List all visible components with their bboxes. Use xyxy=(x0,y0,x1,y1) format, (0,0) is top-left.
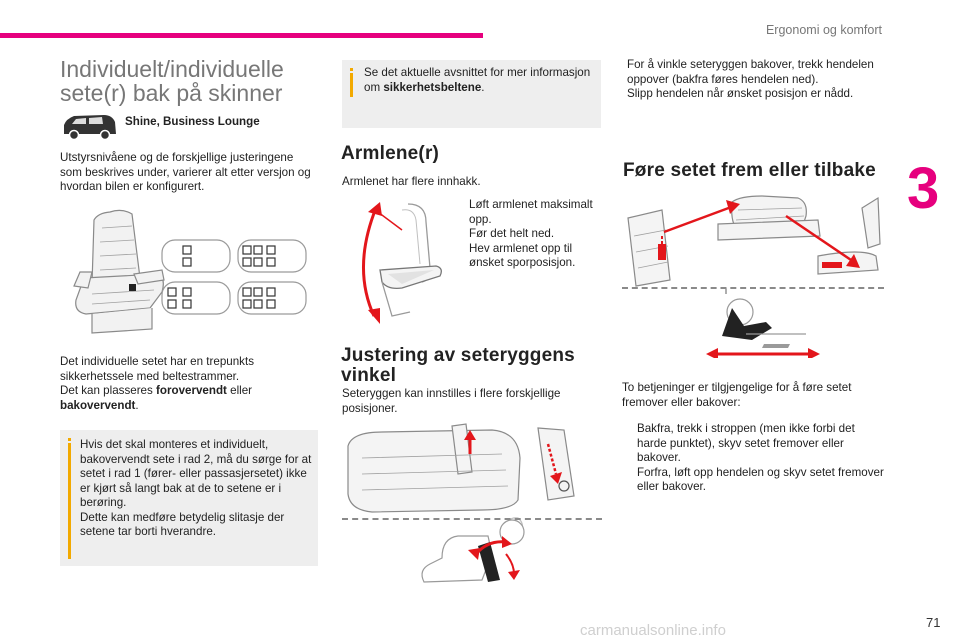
van-icon xyxy=(64,115,116,141)
recline-intro: Seteryggen kan innstilles i flere forskj… xyxy=(342,387,561,415)
list-item: Løft armlenet maksimalt opp. xyxy=(454,198,599,227)
left-note-line2: Dette kan medføre betydelig slitasje der… xyxy=(80,510,285,539)
recline-lever-illustration xyxy=(347,423,575,583)
left-intro: Utstyrsnivåene og de forskjellige juster… xyxy=(60,151,311,193)
chapter-number: 3 xyxy=(907,156,940,221)
list-item: Slipp hendelen når ønsket posisjon er nå… xyxy=(612,87,884,102)
section-title: Ergonomi og komfort xyxy=(765,23,882,37)
slide-title: Føre setet frem eller tilbake xyxy=(623,160,876,181)
left-title-line2: sete(r) bak på skinner xyxy=(60,80,283,106)
text-segment: Det kan plasseres xyxy=(60,384,157,397)
header-accent-bar xyxy=(0,33,483,38)
recline-title: Justering av seteryggens vinkel xyxy=(341,346,601,386)
step-text: Løft armlenet maksimalt opp. xyxy=(469,198,593,226)
left-note-text: Hvis det skal monteres et individuelt, b… xyxy=(80,438,312,540)
illustration-divider xyxy=(342,518,602,520)
text-segment: Se det aktuelle avsnittet for mer inform… xyxy=(364,66,591,94)
list-item: Hev armlenet opp til ønsket sporposisjon… xyxy=(454,242,599,271)
trim-business-lounge: Business Lounge xyxy=(163,115,260,128)
seat-slide-illustration xyxy=(627,195,881,358)
step-text: Bakfra, trekk i stroppen (men ikke forbi… xyxy=(637,422,855,464)
recline-title-line1: Justering av seteryggens xyxy=(341,345,575,366)
left-note-box: Hvis det skal monteres et individuelt, b… xyxy=(60,430,318,566)
left-title-line1: Individuelt/individuelle xyxy=(60,56,284,82)
step-text: Slipp hendelen når ønsket posisjon er nå… xyxy=(627,87,854,100)
text-segment: . xyxy=(481,80,485,94)
list-item: For å vinkle seteryggen bakover, trekk h… xyxy=(612,58,884,87)
armrest-illustration xyxy=(362,202,442,324)
slide-intro: To betjeninger er tilgjengelige for å fø… xyxy=(622,381,852,409)
left-title: Individuelt/individuelle sete(r) bak på … xyxy=(60,57,330,105)
trim-levels: Shine, Business Lounge xyxy=(125,115,260,130)
list-item: Forfra, løft opp hendelen og skyv setet … xyxy=(622,466,884,495)
list-item: Før det helt ned. xyxy=(454,227,599,242)
step-text: Forfra, løft opp hendelen og skyv setet … xyxy=(637,465,884,494)
left-paragraph-line2: Det kan plasseres forovervendt eller bako… xyxy=(60,384,315,413)
text-segment: . xyxy=(135,398,139,412)
forward-facing-emphasis: forovervendt xyxy=(156,384,227,397)
step-text: For å vinkle seteryggen bakover, trekk h… xyxy=(627,58,874,86)
step-text: Før det helt ned. xyxy=(469,227,555,240)
seatbelts-emphasis: sikkerhetsbeltene xyxy=(383,80,482,94)
recline-steps: For å vinkle seteryggen bakover, trekk h… xyxy=(612,58,884,102)
text-segment: eller xyxy=(226,384,253,397)
left-paragraph: Det individuelle setet har en trepunkts … xyxy=(60,355,315,413)
info-icon xyxy=(350,68,353,97)
slide-steps: Bakfra, trekk i stroppen (men ikke forbi… xyxy=(622,422,884,495)
left-note-line1: Hvis det skal monteres et individuelt, b… xyxy=(80,438,312,509)
left-paragraph-line1: Det individuelle setet har en trepunkts … xyxy=(60,355,254,383)
middle-note-text: Se det aktuelle avsnittet for mer inform… xyxy=(364,66,594,95)
trim-shine: Shine xyxy=(125,115,157,128)
watermark: carmanualsonline.info xyxy=(580,622,726,639)
armrest-steps: Løft armlenet maksimalt opp. Før det hel… xyxy=(454,198,599,271)
trim-separator: , xyxy=(156,115,164,128)
armrest-title: Armlene(r) xyxy=(341,143,440,164)
step-text: Hev armlenet opp til ønsket sporposisjon… xyxy=(469,241,576,270)
page-number: 71 xyxy=(926,615,941,630)
list-item: Bakfra, trekk i stroppen (men ikke forbi… xyxy=(622,422,884,466)
individual-seat-illustration xyxy=(73,209,307,334)
recline-title-line2: vinkel xyxy=(341,365,397,386)
armrest-intro: Armlenet har flere innhakk. xyxy=(342,175,481,188)
info-icon xyxy=(68,438,71,559)
illustration-divider xyxy=(622,287,884,289)
middle-note-box: Se det aktuelle avsnittet for mer inform… xyxy=(342,60,601,128)
rear-facing-emphasis: bakovervendt xyxy=(60,398,136,412)
